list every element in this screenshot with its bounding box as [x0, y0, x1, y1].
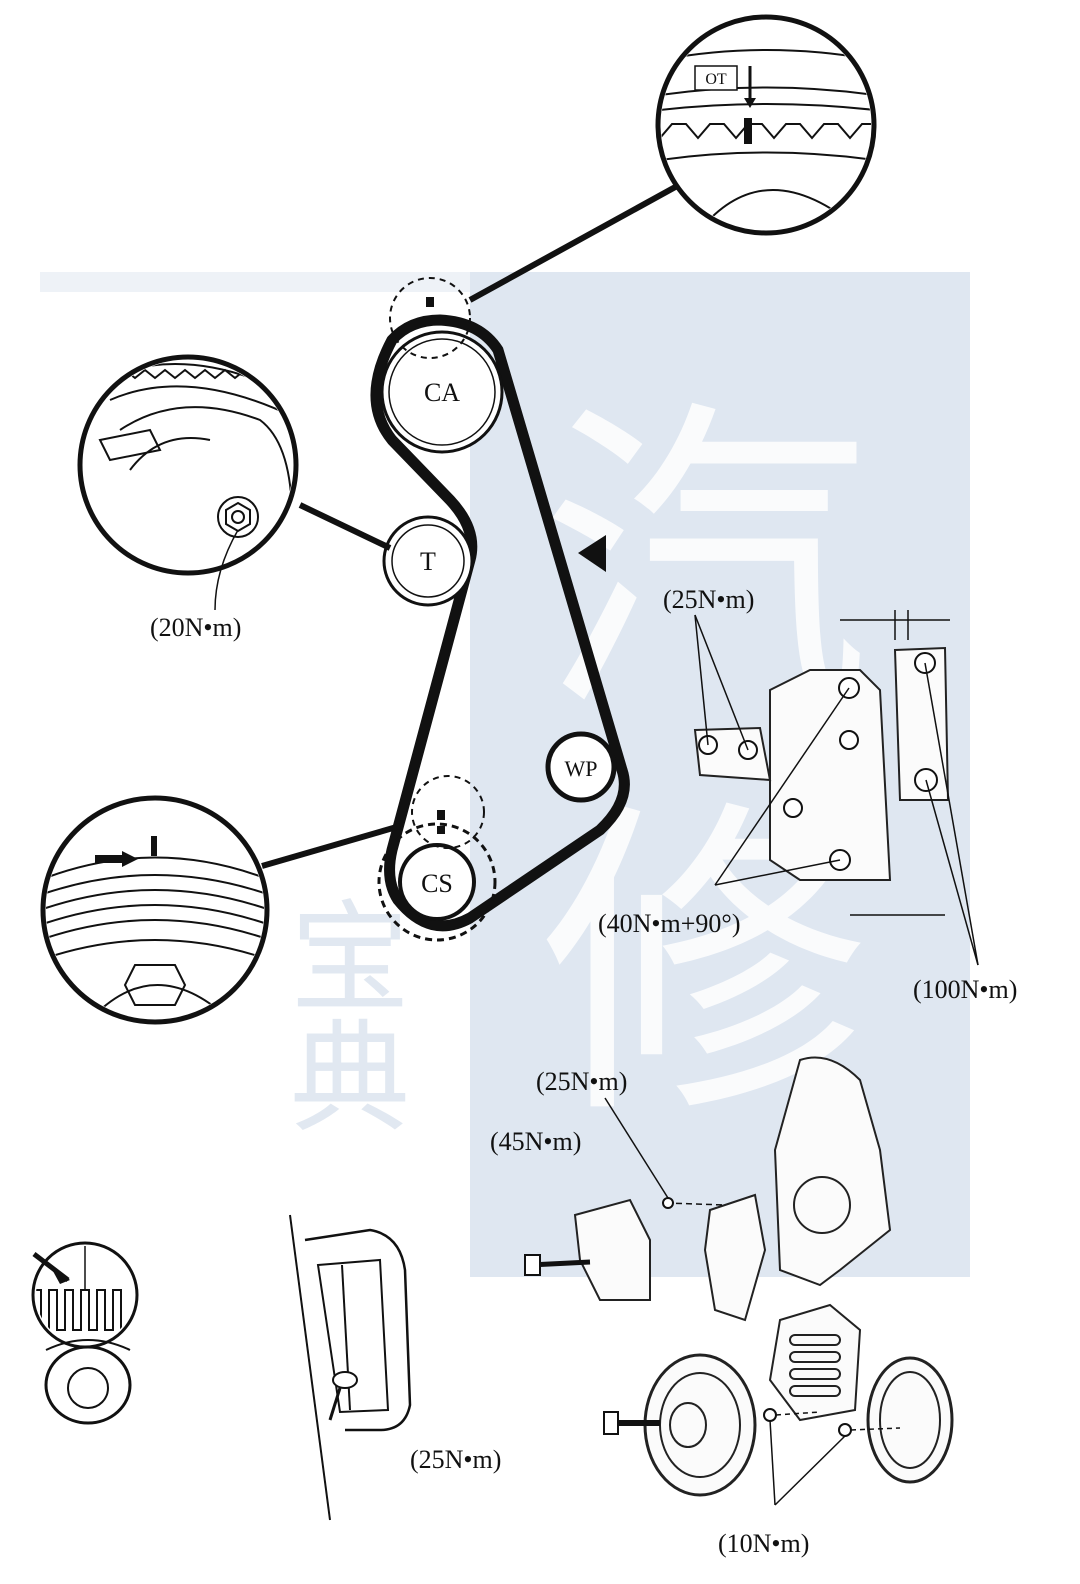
camshaft-label: CA [424, 378, 460, 407]
bracket-small-torque-label: (25N•m) [536, 1067, 627, 1096]
tensioner-torque-label: (20N•m) [150, 613, 241, 642]
mount-lower-torque-label: (40N•m+90°) [598, 909, 740, 938]
mount-upper-torque-label: (25N•m) [663, 585, 754, 614]
tensioner-detail: (20N•m) [77, 354, 299, 642]
cam-mark-detail: OT [655, 14, 877, 236]
cam-leader-line [468, 177, 690, 303]
cover-bolt-detail: (25N•m) [289, 1214, 501, 1521]
rotation-direction-arrow [578, 535, 606, 572]
cam-mark-callout-circle [389, 277, 471, 359]
mount-right-torque-label: (100N•m) [913, 975, 1017, 1004]
crank-leader-line [261, 823, 401, 869]
lower-cover-torque-label: (10N•m) [718, 1529, 809, 1558]
upper-timing-cover [773, 1056, 892, 1287]
water-pump-pulley: WP [545, 731, 617, 803]
watermark-char-4: 典 [290, 1010, 410, 1149]
tensioner-label: T [420, 547, 436, 576]
cam-mark [426, 297, 434, 307]
water-pump-label: WP [565, 756, 598, 781]
watermark-char-3: 宝 [290, 890, 410, 1029]
tensioner-leader-line [298, 502, 392, 551]
cover-bolt-torque-label: (25N•m) [410, 1445, 501, 1474]
crankshaft-label: CS [421, 869, 453, 898]
crankshaft-pulley: CS [261, 775, 497, 942]
watermark-band [40, 272, 470, 292]
crank-mark-callout-circle [411, 775, 485, 849]
crank-gear-detail [31, 1241, 139, 1425]
timing-belt [370, 314, 630, 932]
engine-mount-bracket: (25N•m) (40N•m+90°) (100N•m) [598, 585, 1017, 1004]
camshaft-pulley: CA [380, 177, 690, 454]
tensioner-bracket-parts: (25N•m) (45N•m) [490, 1067, 767, 1322]
tensioner-pulley: T [298, 502, 474, 607]
bracket-bolt-torque-label: (45N•m) [490, 1127, 581, 1156]
cam-ot-label: OT [705, 71, 727, 88]
crank-mark-detail [40, 795, 270, 1025]
lower-timing-parts: (10N•m) [603, 1303, 954, 1558]
